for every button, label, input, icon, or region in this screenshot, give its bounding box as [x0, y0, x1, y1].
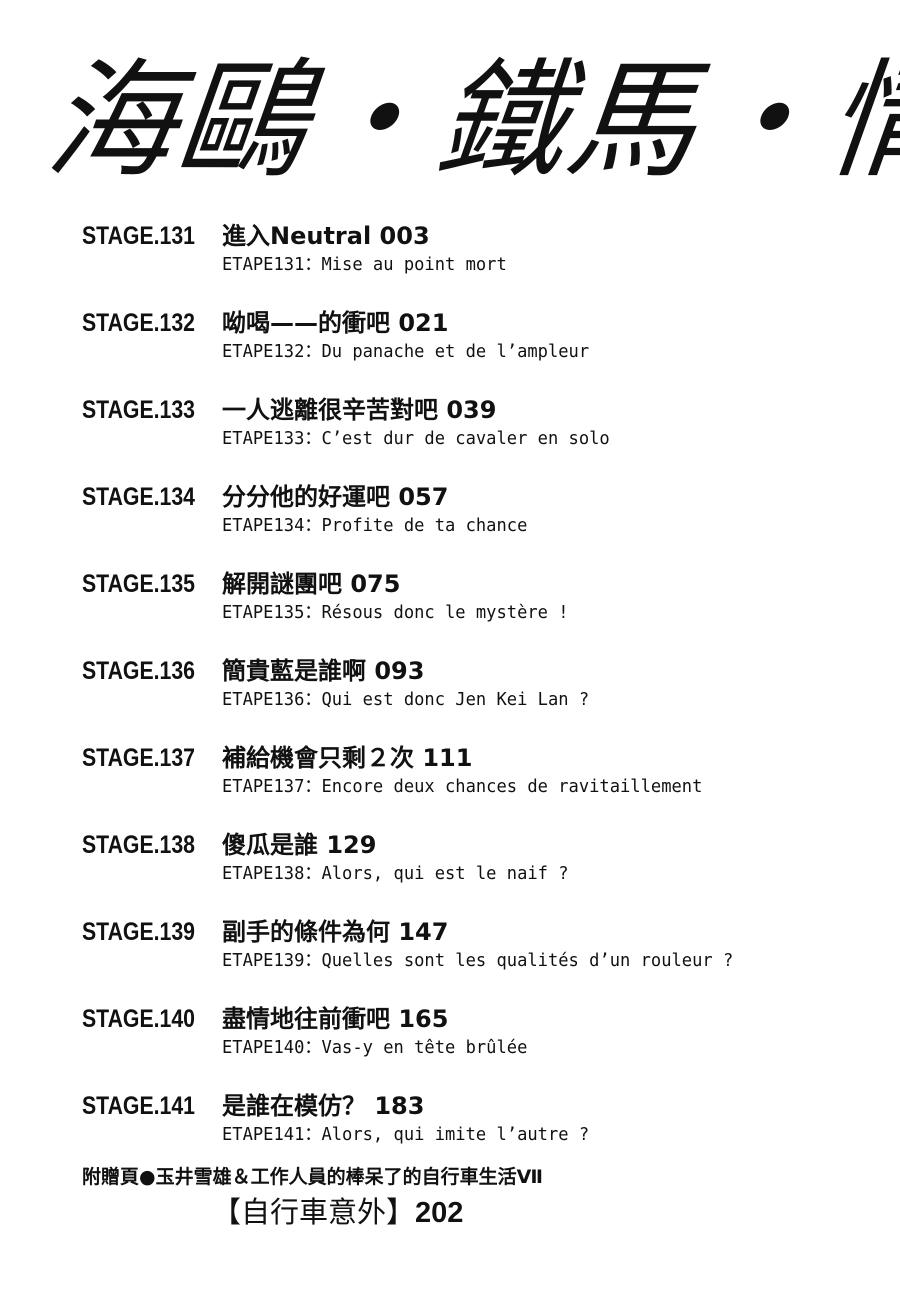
- etape-subtitle: ETAPE136：Qui est donc Jen Kei Lan ?: [222, 689, 590, 710]
- chapter-title-line: 解開謎團吧 075: [222, 568, 400, 600]
- chapter-title-line: 盡情地往前衝吧 165: [222, 1003, 448, 1035]
- chapter-title-line: 簡貴藍是誰啊 093: [222, 655, 424, 687]
- bonus-entry: 【自行車意外】202: [212, 1192, 463, 1233]
- chapter-page: 165: [398, 1005, 449, 1033]
- chapter-title: 一人逃離很辛苦對吧: [222, 396, 438, 424]
- chapter-title-line: 補給機會只剩２次 111: [222, 742, 472, 774]
- chapter-page: 003: [379, 222, 430, 250]
- bonus-page: 202: [415, 1197, 464, 1229]
- chapter-title-line: 呦喝——的衝吧 021: [222, 307, 448, 339]
- etape-subtitle: ETAPE139：Quelles sont les qualités d’un …: [222, 950, 734, 971]
- stage-number: STAGE.137: [82, 744, 195, 772]
- etape-subtitle: ETAPE131：Mise au point mort: [222, 254, 507, 275]
- chapter-title-line: 進入Neutral 003: [222, 220, 430, 252]
- chapter-page: 093: [374, 657, 425, 685]
- chapter-title: 盡情地往前衝吧: [222, 1005, 390, 1033]
- chapter-title: 是誰在模仿？: [222, 1092, 366, 1120]
- chapter-title-line: 分分他的好運吧 057: [222, 481, 448, 513]
- chapter-page: 147: [398, 918, 449, 946]
- chapter-page: 183: [374, 1092, 425, 1120]
- chapter-page: 057: [398, 483, 449, 511]
- stage-number: STAGE.133: [82, 396, 195, 424]
- stage-number: STAGE.138: [82, 831, 195, 859]
- bonus-heading: 附贈頁●玉井雪雄＆工作人員的棒呆了的自行車生活Ⅶ: [82, 1166, 543, 1188]
- chapter-title: 傻瓜是誰: [222, 831, 318, 859]
- book-title: 海鷗・鐵馬・情: [40, 47, 900, 196]
- chapter-title: 呦喝——的衝吧: [222, 309, 390, 337]
- etape-subtitle: ETAPE132：Du panache et de l’ampleur: [222, 341, 590, 362]
- chapter-title-line: 一人逃離很辛苦對吧 039: [222, 394, 496, 426]
- chapter-page: 021: [398, 309, 449, 337]
- etape-subtitle: ETAPE140：Vas-y en tête brûlée: [222, 1037, 528, 1058]
- stage-number: STAGE.141: [82, 1092, 195, 1120]
- etape-subtitle: ETAPE137：Encore deux chances de ravitail…: [222, 776, 703, 797]
- chapter-title: 補給機會只剩２次: [222, 744, 414, 772]
- stage-number: STAGE.131: [82, 222, 195, 250]
- chapter-title-line: 副手的條件為何 147: [222, 916, 448, 948]
- stage-number: STAGE.134: [82, 483, 195, 511]
- chapter-page: 111: [422, 744, 473, 772]
- stage-number: STAGE.135: [82, 570, 195, 598]
- chapter-title-line: 是誰在模仿？ 183: [222, 1090, 424, 1122]
- chapter-page: 129: [326, 831, 377, 859]
- chapter-title: 分分他的好運吧: [222, 483, 390, 511]
- bonus-title: 【自行車意外】: [212, 1195, 416, 1229]
- stage-number: STAGE.140: [82, 1005, 195, 1033]
- chapter-title: 副手的條件為何: [222, 918, 390, 946]
- stage-number: STAGE.139: [82, 918, 195, 946]
- etape-subtitle: ETAPE135：Résous donc le mystère !: [222, 602, 569, 623]
- etape-subtitle: ETAPE134：Profite de ta chance: [222, 515, 528, 536]
- etape-subtitle: ETAPE138：Alors, qui est le naif ?: [222, 863, 569, 884]
- chapter-page: 039: [446, 396, 497, 424]
- stage-number: STAGE.132: [82, 309, 195, 337]
- chapter-title-line: 傻瓜是誰 129: [222, 829, 376, 861]
- chapter-title: 進入Neutral: [222, 222, 372, 250]
- etape-subtitle: ETAPE141：Alors, qui imite l’autre ?: [222, 1124, 590, 1145]
- etape-subtitle: ETAPE133：C’est dur de cavaler en solo: [222, 428, 610, 449]
- chapter-title: 簡貴藍是誰啊: [222, 657, 366, 685]
- chapter-title: 解開謎團吧: [222, 570, 342, 598]
- stage-number: STAGE.136: [82, 657, 195, 685]
- chapter-page: 075: [350, 570, 401, 598]
